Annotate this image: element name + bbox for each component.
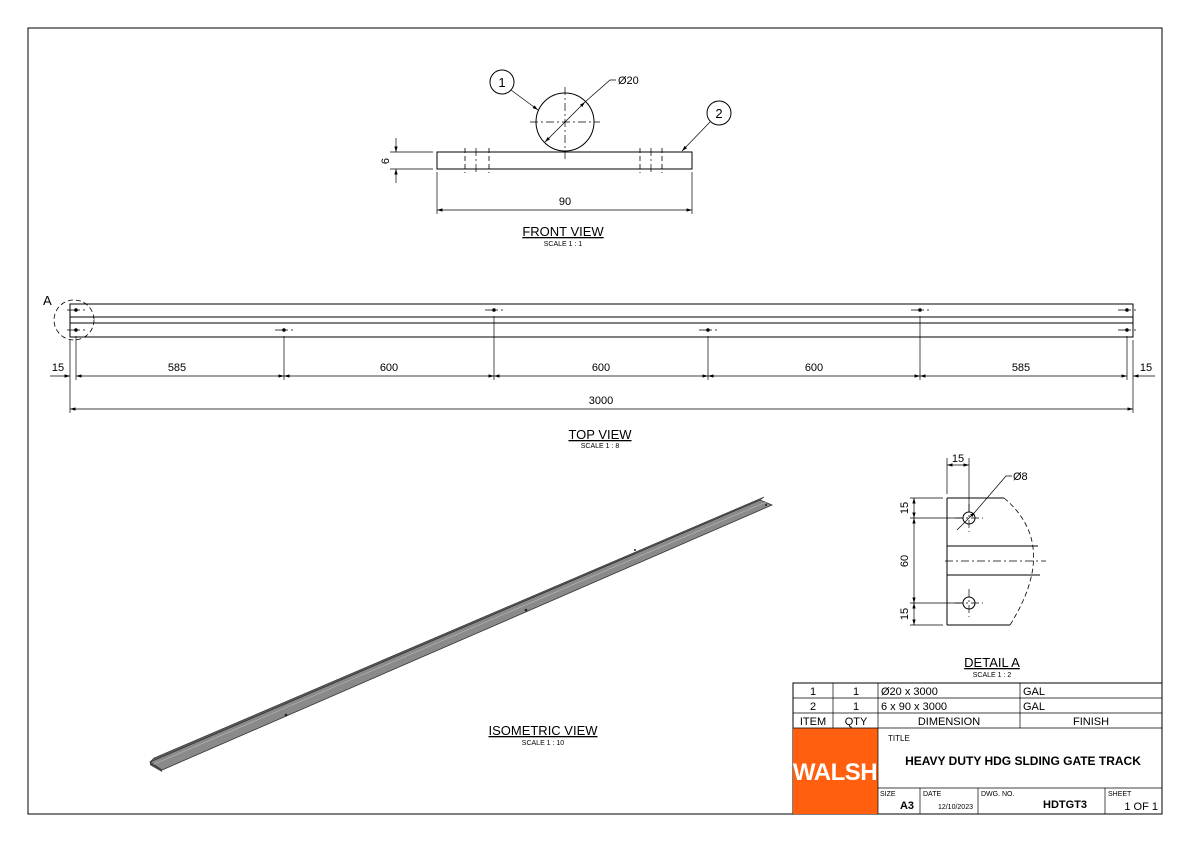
bom-row: 2 1 6 x 90 x 3000 GAL <box>810 701 1045 713</box>
overall-length-dim: 3000 <box>589 395 613 407</box>
top-view: A 15 585 600 600 600 585 15 3000 TOP VIE… <box>43 293 1155 450</box>
dim-end-right: 15 <box>1140 362 1152 374</box>
bom-row: 1 1 Ø20 x 3000 GAL <box>810 686 1045 698</box>
sheet-size: A3 <box>900 800 914 812</box>
iso-rod <box>149 496 765 763</box>
logo-text: WALSH <box>793 759 877 786</box>
drawing-date: 12/10/2023 <box>938 804 973 811</box>
front-view: Ø20 1 2 6 90 FRONT VIEW SCALE 1 : 1 <box>380 69 732 248</box>
sheet-number: 1 OF 1 <box>1124 801 1158 813</box>
balloon-2 <box>706 100 732 126</box>
top-view-scale: SCALE 1 : 8 <box>581 443 620 450</box>
edge-offset-dim: 15 <box>952 453 964 465</box>
dim-end-left: 15 <box>52 362 64 374</box>
detail-a-scale: SCALE 1 : 2 <box>973 672 1012 679</box>
bom-header-qty: QTY <box>845 716 868 728</box>
balloon-2-label: 2 <box>715 106 722 121</box>
bom-item: 2 <box>810 701 816 713</box>
isometric-view-scale: SCALE 1 : 10 <box>522 740 565 747</box>
hole-spacing-dim: 60 <box>899 555 911 567</box>
title-block: WALSH 1 1 Ø20 x 3000 GAL 2 1 6 x 90 x 30… <box>792 682 1163 815</box>
front-view-title: FRONT VIEW <box>522 224 604 239</box>
top-view-title: TOP VIEW <box>568 427 632 442</box>
bottom-offset-dim: 15 <box>899 608 911 620</box>
plate-section <box>436 151 693 170</box>
dwg-no-label: DWG. NO. <box>981 791 1014 798</box>
sheet-border <box>27 27 1163 815</box>
bom-dimension: Ø20 x 3000 <box>881 686 938 698</box>
dim-span: 600 <box>805 362 823 374</box>
sheet-label: SHEET <box>1108 791 1132 798</box>
bom-header-item: ITEM <box>800 716 826 728</box>
dim-span: 600 <box>380 362 398 374</box>
front-view-scale: SCALE 1 : 1 <box>544 241 583 248</box>
bom-qty: 1 <box>853 686 859 698</box>
date-label: DATE <box>923 791 941 798</box>
drawing-title: HEAVY DUTY HDG SLDING GATE TRACK <box>905 754 1141 768</box>
thickness-dim: 6 <box>380 158 392 164</box>
detail-a-ref: A <box>43 293 52 308</box>
size-label: SIZE <box>880 791 896 798</box>
bom-header-finish: FINISH <box>1073 716 1109 728</box>
bom-item: 1 <box>810 686 816 698</box>
hole-marks <box>74 308 1129 332</box>
track-plan <box>69 303 1134 338</box>
iso-track-plate <box>149 499 774 771</box>
hole-diameter-dim: Ø8 <box>1013 471 1028 483</box>
isometric-view: ISOMETRIC VIEW SCALE 1 : 10 <box>149 496 774 772</box>
balloon-1-label: 1 <box>498 75 505 90</box>
isometric-view-title: ISOMETRIC VIEW <box>488 723 598 738</box>
walsh-logo <box>793 728 878 814</box>
detail-a-view: Ø8 15 15 60 15 DETAIL A SCALE 1 : 2 <box>899 453 1046 679</box>
dim-span: 585 <box>168 362 186 374</box>
detail-a-title: DETAIL A <box>964 655 1020 670</box>
bom-header-dimension: DIMENSION <box>918 716 980 728</box>
balloon-1 <box>489 69 515 95</box>
width-dim: 90 <box>559 196 571 208</box>
dim-span: 600 <box>592 362 610 374</box>
dwg-no: HDTGT3 <box>1043 799 1087 811</box>
rod-diameter-dim: Ø20 <box>618 75 639 87</box>
top-offset-dim: 15 <box>899 502 911 514</box>
bom-finish: GAL <box>1023 701 1045 713</box>
bom-finish: GAL <box>1023 686 1045 698</box>
bom-dimension: 6 x 90 x 3000 <box>881 701 947 713</box>
dim-span: 585 <box>1012 362 1030 374</box>
bom-qty: 1 <box>853 701 859 713</box>
detail-a-callout-circle <box>53 299 95 341</box>
title-label: TITLE <box>888 734 910 743</box>
